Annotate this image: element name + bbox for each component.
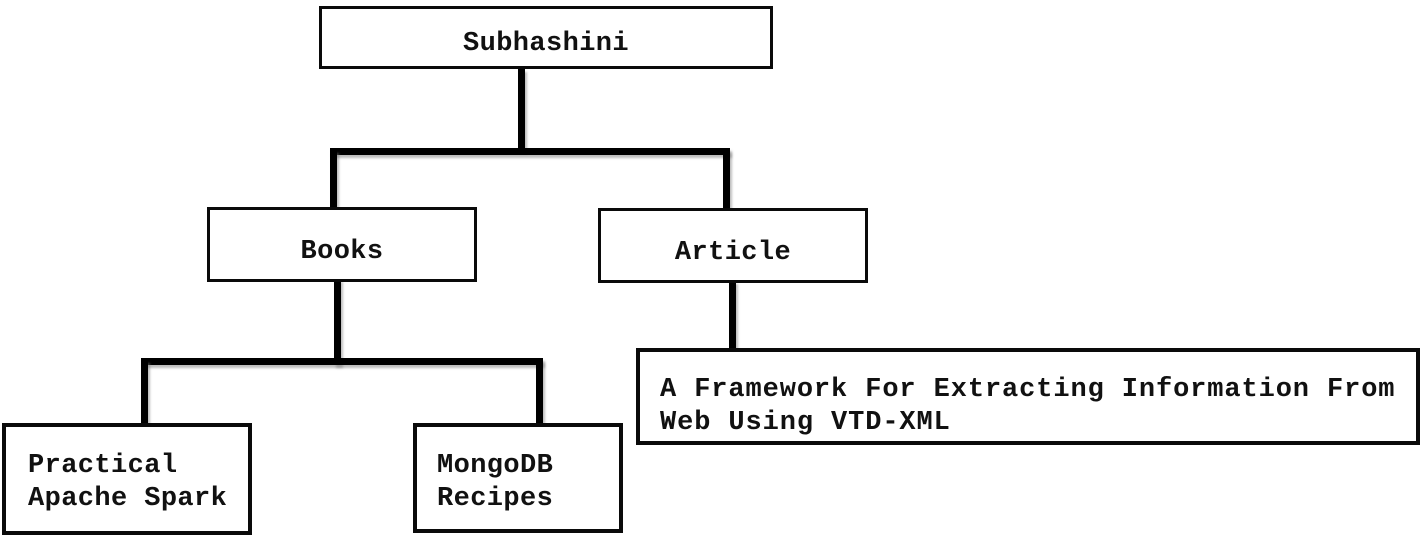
- connector-article-stem: [729, 281, 736, 351]
- node-mongodb-recipes-line1: MongoDB: [437, 451, 554, 482]
- node-article-label: Article: [674, 237, 792, 268]
- connector-level2-bar: [141, 358, 543, 365]
- connector-practical-drop: [141, 360, 148, 426]
- node-subhashini-label: Subhashini: [462, 28, 630, 59]
- connector-level1-bar: [330, 148, 730, 155]
- node-subhashini: Subhashini: [319, 6, 773, 69]
- node-framework-article: A Framework For Extracting Information F…: [636, 348, 1420, 445]
- node-mongodb-recipes: MongoDB Recipes: [413, 423, 623, 533]
- connector-article-drop: [723, 150, 730, 211]
- node-mongodb-recipes-line2: Recipes: [437, 484, 554, 514]
- node-framework-article-line1: A Framework For Extracting Information F…: [660, 374, 1396, 405]
- node-books-label: Books: [300, 236, 384, 267]
- connector-books-drop: [330, 150, 337, 210]
- connector-mongodb-drop: [536, 360, 543, 426]
- node-practical-apache-spark: Practical Apache Spark: [2, 423, 252, 535]
- node-article: Article: [598, 208, 868, 283]
- node-framework-article-line2: Web Using VTD-XML: [660, 407, 951, 438]
- connector-books-stem: [334, 279, 341, 365]
- node-practical-apache-spark-line1: Practical: [28, 451, 178, 482]
- connector-root-stem: [518, 69, 525, 151]
- node-books: Books: [207, 207, 477, 282]
- node-practical-apache-spark-line2: Apache Spark: [28, 484, 228, 514]
